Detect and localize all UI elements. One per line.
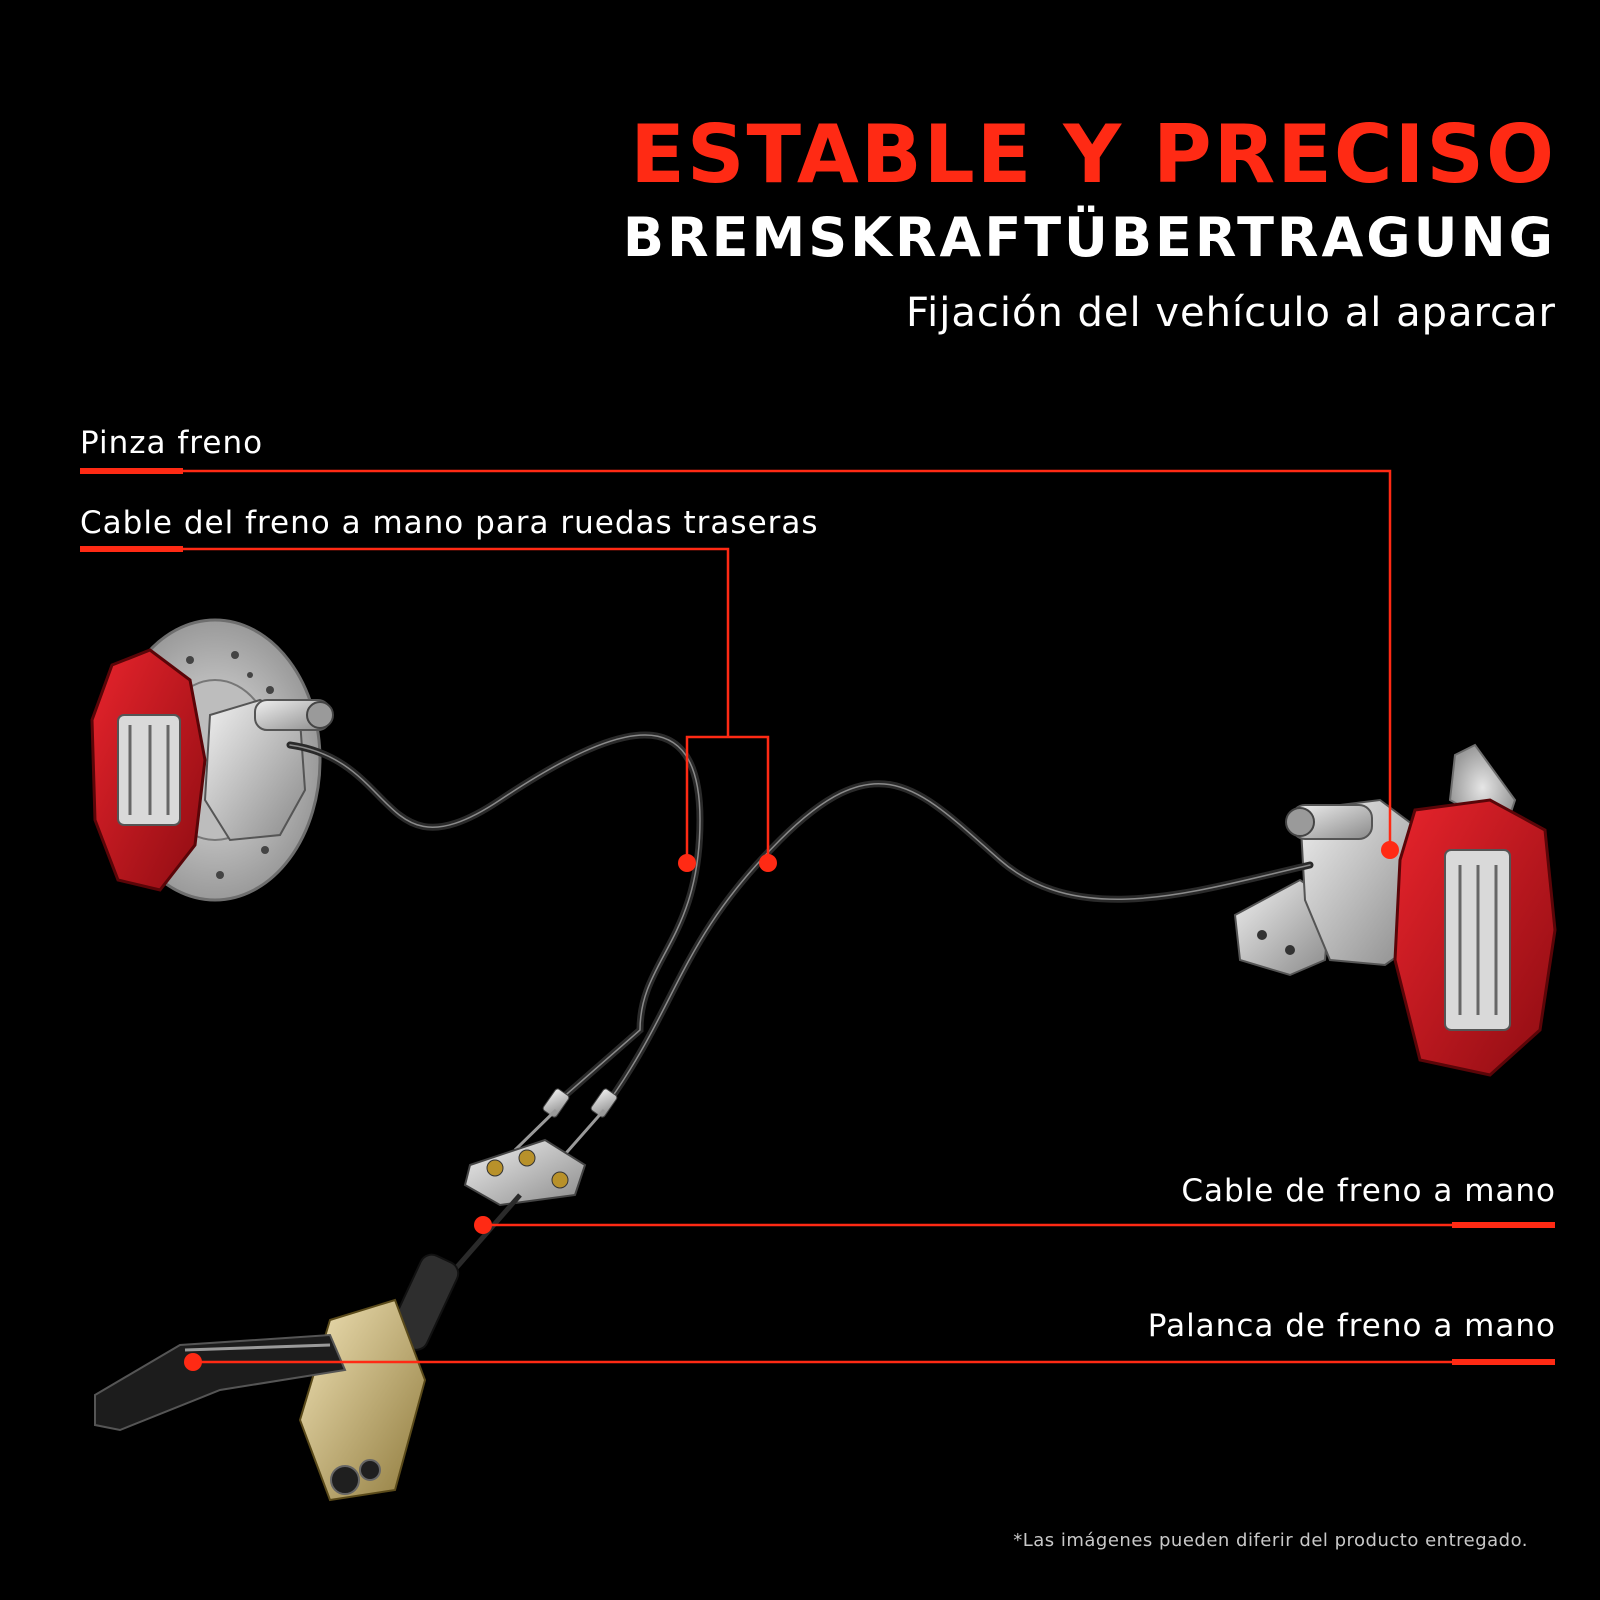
rear-cable-dot-right: [759, 854, 777, 872]
callout-rear-cable-label: Cable del freno a mano para ruedas trase…: [80, 505, 819, 541]
callout-lines: [80, 469, 1555, 1364]
right-brake-assembly: [1233, 743, 1557, 1077]
handbrake-handle: [94, 1333, 347, 1432]
callout-handbrake-cable-label: Cable de freno a mano: [1181, 1173, 1556, 1209]
rear-cable-dot-left: [678, 854, 696, 872]
left-brake-assembly: [90, 618, 334, 902]
disclaimer-note: *Las imágenes pueden diferir del product…: [1013, 1530, 1528, 1551]
cable-ferrules: [513, 1088, 618, 1161]
rear-cable-leader: [80, 547, 730, 737]
callout-caliper-label: Pinza freno: [80, 425, 264, 461]
cable-equalizer: [463, 1138, 587, 1207]
caliper-leader: [80, 469, 1392, 850]
page-title: ESTABLE Y PRECISO: [630, 108, 1556, 201]
callout-dots: [184, 841, 1399, 1371]
handbrake-lever-assembly: [94, 1253, 460, 1502]
main-handbrake-cable: [448, 1193, 522, 1277]
callout-underlines: [80, 468, 1555, 1365]
caliper-dot: [1381, 841, 1399, 859]
rear-cable-bracket: [685, 735, 770, 863]
callout-handbrake-lever-label: Palanca de freno a mano: [1147, 1308, 1556, 1344]
rear-cables: [286, 731, 1314, 1104]
page-tagline: Fijación del vehículo al aparcar: [906, 290, 1556, 336]
page-subtitle: BREMSKRAFTÜBERTRAGUNG: [622, 206, 1556, 269]
handbrake-lever-dot: [184, 1353, 202, 1371]
handbrake-cable-dot: [474, 1216, 492, 1234]
